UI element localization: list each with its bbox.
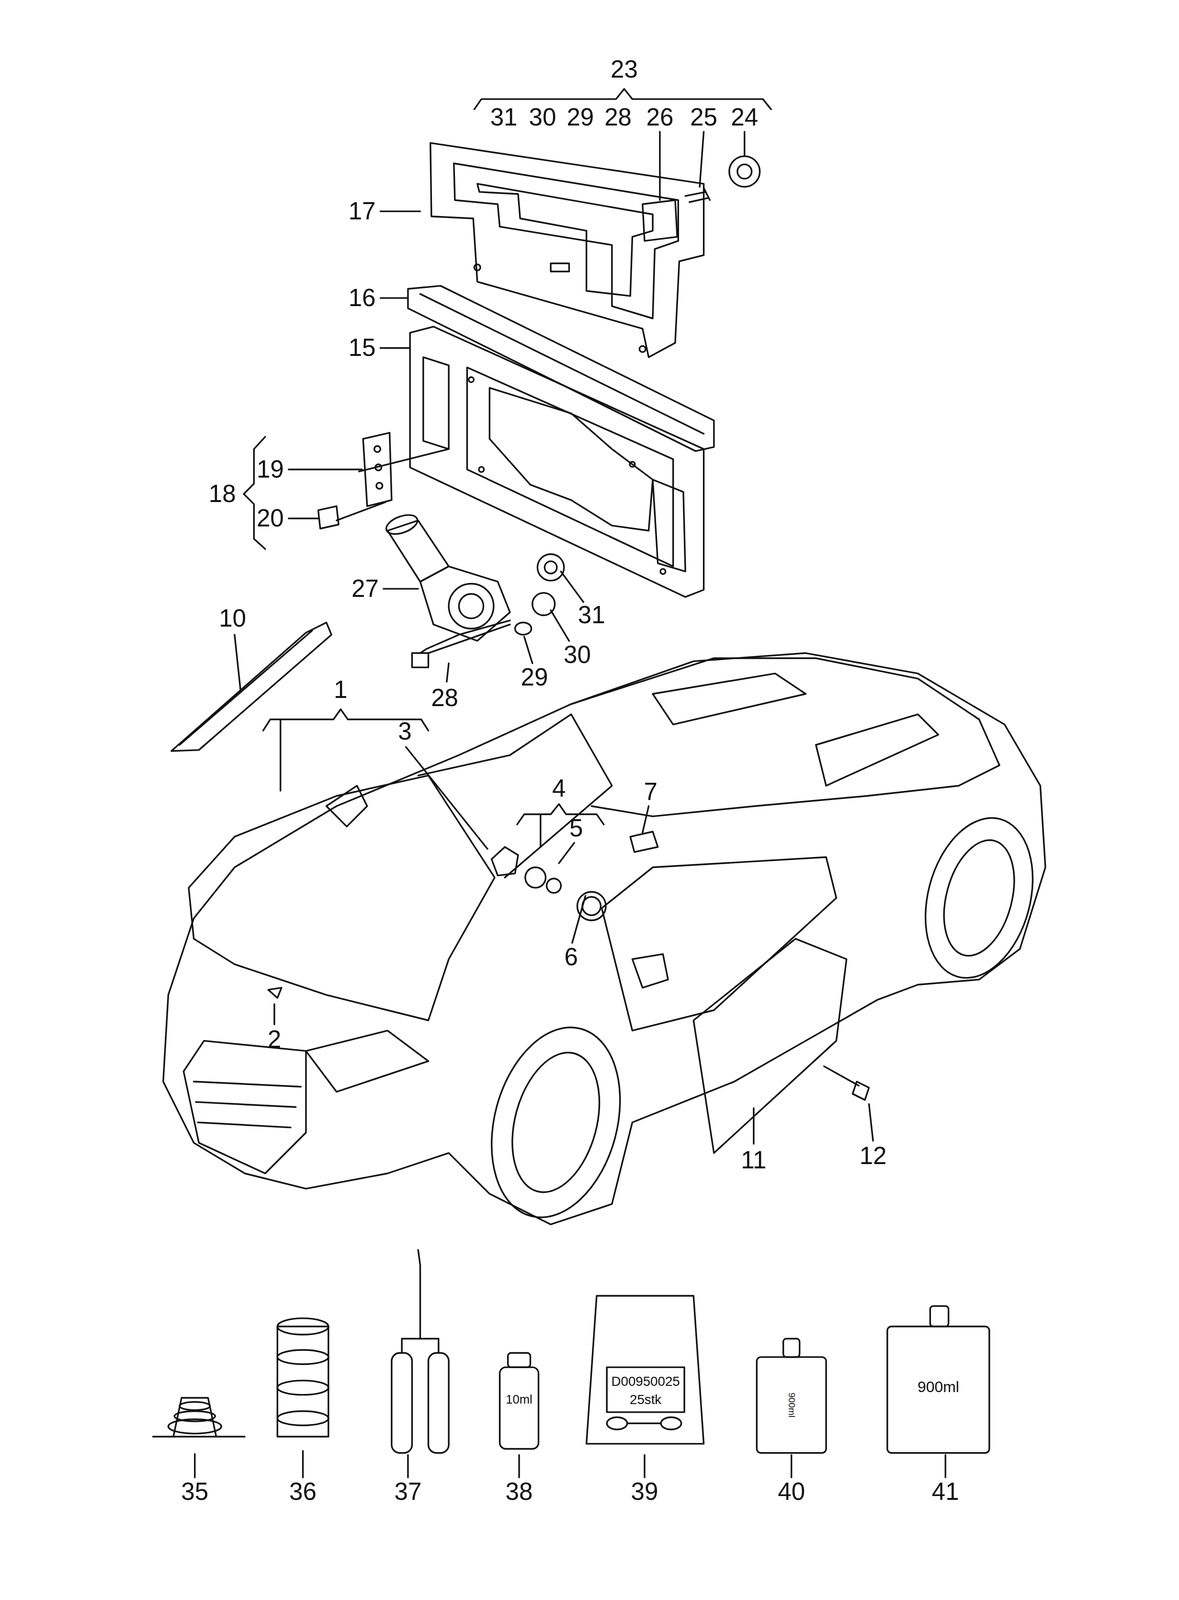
item-text: D00950025 <box>611 1374 681 1388</box>
callout-number: 39 <box>631 1478 659 1504</box>
callout-number: 38 <box>505 1478 533 1504</box>
callout-number: 36 <box>289 1478 317 1504</box>
callout-number: 26 <box>646 104 674 130</box>
callout-number: 40 <box>777 1478 805 1504</box>
callout-number: 18 <box>208 481 237 506</box>
callout-number: 31 <box>578 602 606 628</box>
callout-number: 30 <box>563 642 591 668</box>
callout-number: 17 <box>348 198 376 224</box>
item-text: 25stk <box>629 1392 662 1406</box>
callout-number: 6 <box>564 944 578 969</box>
callout-number: 30 <box>529 104 557 130</box>
callout-number: 24 <box>730 104 759 130</box>
callout-number: 27 <box>351 576 379 601</box>
callout-number: 12 <box>859 1143 887 1168</box>
callout-number: 3 <box>397 718 412 744</box>
callout-number: 19 <box>256 456 284 482</box>
callout-number: 31 <box>490 104 518 130</box>
callout-number: 2 <box>267 1027 282 1052</box>
callout-number: 10 <box>218 605 247 631</box>
item-text: 10ml <box>505 1393 533 1406</box>
callout-number: 16 <box>348 285 376 310</box>
callout-number: 37 <box>394 1478 422 1504</box>
item-text: 900ml <box>917 1379 960 1395</box>
callout-number: 15 <box>348 335 376 361</box>
callout-number: 35 <box>181 1478 209 1504</box>
callout-number: 28 <box>604 104 632 130</box>
callout-number: 25 <box>690 104 718 130</box>
callout-number: 5 <box>569 816 583 841</box>
callout-number: 1 <box>333 677 348 702</box>
callout-number: 28 <box>430 685 459 710</box>
callout-number: 11 <box>740 1147 767 1172</box>
item-text: 900ml <box>786 1392 796 1418</box>
callout-number: 23 <box>610 56 638 82</box>
callout-number: 29 <box>521 665 549 690</box>
callout-number: 4 <box>552 776 566 801</box>
callout-number: 20 <box>256 505 284 531</box>
callout-number: 29 <box>566 104 594 130</box>
callout-number: 41 <box>931 1478 960 1504</box>
callout-number: 7 <box>644 779 658 804</box>
